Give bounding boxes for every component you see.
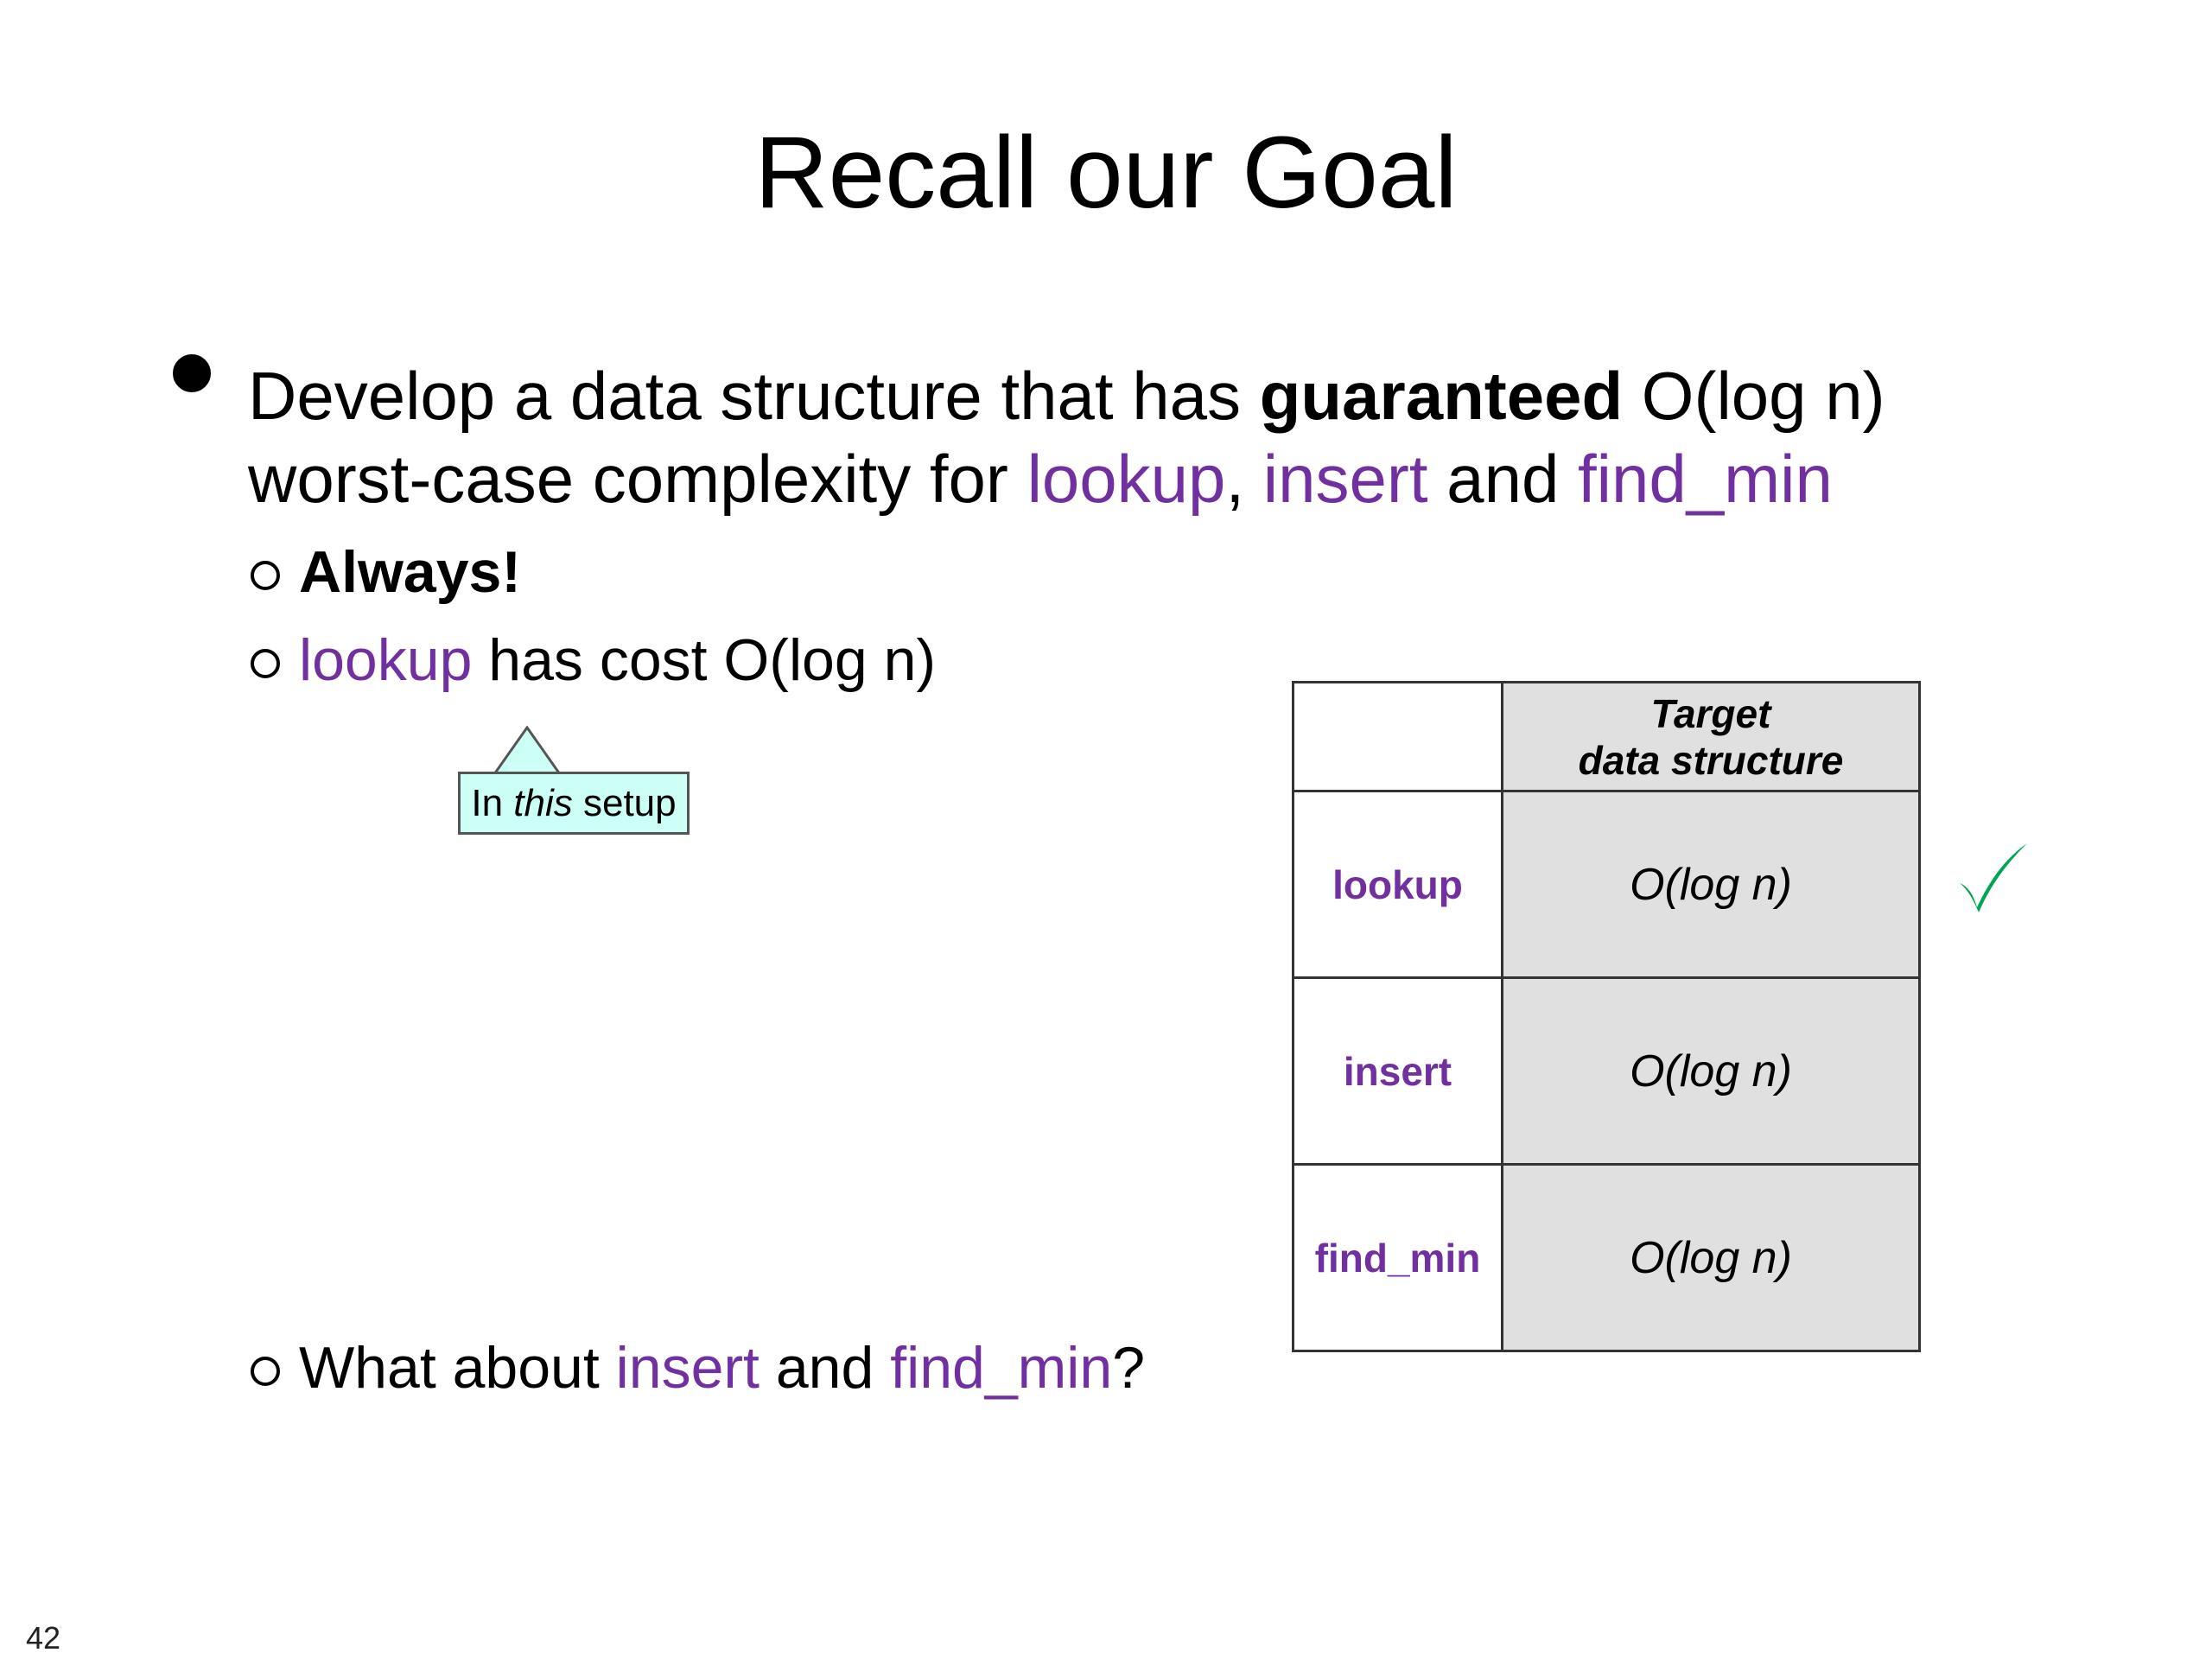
- sub-bullet-text: has cost O(log n): [472, 627, 937, 693]
- table-op-cell: find_min: [1292, 1163, 1503, 1352]
- callout-text: setup: [572, 782, 677, 824]
- op-lookup: lookup: [1027, 441, 1226, 517]
- table-complexity-cell: O(log n): [1501, 976, 1921, 1166]
- callout-text: In: [471, 782, 514, 824]
- table-complexity-cell: O(log n): [1501, 790, 1921, 979]
- sub-bullet-always: Always!: [251, 537, 521, 607]
- op-insert: insert: [1262, 441, 1428, 517]
- bullet-text-part: worst-case complexity for: [248, 441, 1027, 517]
- bullet-text-part: ,: [1225, 441, 1263, 517]
- op-find-min: find_min: [1578, 441, 1833, 517]
- sub-bullet-text: What about: [299, 1335, 616, 1401]
- table-header-line: Target: [1650, 690, 1771, 736]
- bullet-dot: [173, 354, 211, 392]
- sub-bullet-ring: [251, 1357, 280, 1386]
- table-header-line: data structure: [1578, 737, 1844, 783]
- main-bullet-text: Develop a data structure that has guaran…: [248, 354, 1976, 520]
- table-corner-cell: [1292, 681, 1503, 792]
- sub-bullet-text: and: [759, 1335, 891, 1401]
- callout-pointer: [494, 726, 562, 774]
- sub-bullet-ring: [251, 649, 280, 678]
- table-complexity-cell: O(log n): [1501, 1163, 1921, 1352]
- complexity-table: Target data structure lookup O(log n) in…: [1292, 681, 1921, 1352]
- callout-box: In this setup: [458, 772, 690, 835]
- page-number: 42: [26, 1620, 61, 1656]
- op-find-min: find_min: [890, 1335, 1113, 1401]
- sub-bullet-text: ?: [1112, 1335, 1146, 1401]
- table-row: find_min O(log n): [1292, 1163, 1921, 1352]
- bullet-text-part: O(log n): [1623, 358, 1885, 434]
- sub-bullet-what-about: What about insert and find_min?: [251, 1333, 1145, 1402]
- bullet-text-part: and: [1427, 441, 1578, 517]
- callout-emphasis: this: [513, 782, 573, 824]
- checkmark-icon: [1960, 843, 2027, 912]
- table-row: lookup O(log n): [1292, 790, 1921, 979]
- sub-bullet-ring: [251, 561, 280, 590]
- op-lookup: lookup: [299, 627, 473, 693]
- sub-bullet-text: Always!: [299, 539, 521, 605]
- table-header-cell: Target data structure: [1501, 681, 1921, 792]
- slide-title: Recall our Goal: [754, 116, 1458, 230]
- bullet-bold-text: guaranteed: [1259, 358, 1624, 434]
- sub-bullet-lookup-cost: lookup has cost O(log n): [251, 626, 936, 695]
- table-op-cell: lookup: [1292, 790, 1503, 979]
- table-row: insert O(log n): [1292, 976, 1921, 1166]
- op-insert: insert: [615, 1335, 760, 1401]
- table-op-cell: insert: [1292, 976, 1503, 1166]
- bullet-text-part: Develop a data structure that has: [248, 358, 1260, 434]
